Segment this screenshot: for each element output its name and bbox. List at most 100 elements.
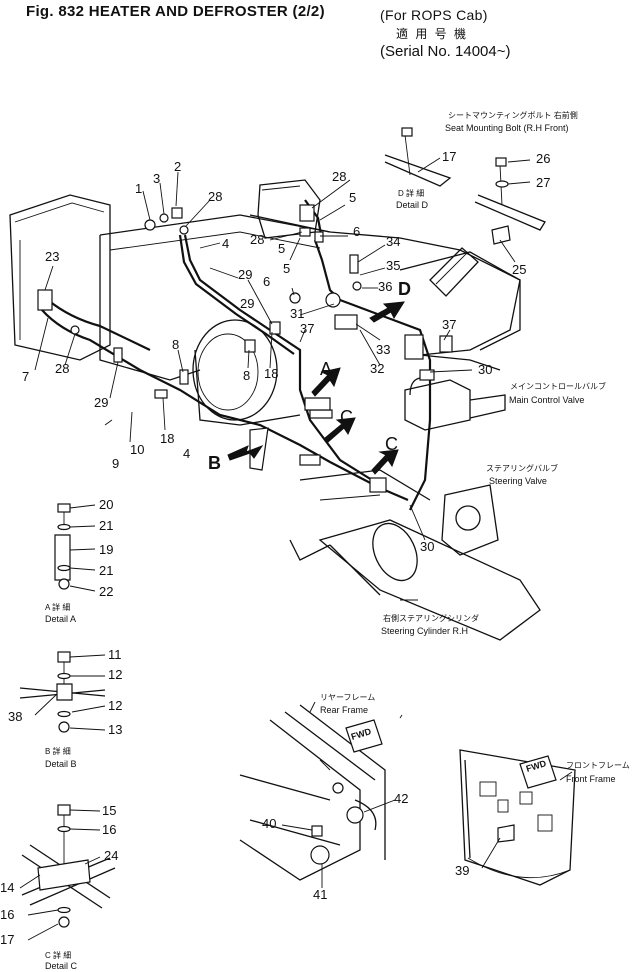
seat-bolt-label: Seat Mounting Bolt (R.H Front) [445,123,569,133]
detail-arrows [227,301,405,475]
part-number: 4 [222,236,230,251]
detail-d-drawing [384,127,546,245]
part-number: 17 [0,932,15,947]
part-number: 19 [99,542,114,557]
part-number: 17 [442,149,457,164]
part-number: 37 [442,317,457,332]
part-number: 29 [94,395,109,410]
serial-jp: 適 用 号 機 [396,27,469,41]
part-number: 33 [376,342,391,357]
part-number: 9 [112,456,120,471]
detail-a-drawing [54,503,71,590]
part-number: 14 [0,880,15,895]
part-number: 16 [102,822,117,837]
part-number: 28 [332,169,347,184]
part-number: 29 [238,267,253,282]
detail-d-jp: D 詳 細 [398,189,425,198]
seat-bolt-jp: シートマウンティングボルト 右前側 [448,111,578,120]
steering-valve-jp: ステアリングバルブ [486,464,558,473]
part-number: 40 [262,816,277,831]
part-number: 6 [353,224,361,239]
part-number: 16 [0,907,15,922]
part-number: 5 [283,261,291,276]
heater-hoses [41,199,432,511]
part-number: 31 [290,306,305,321]
part-number: 21 [99,518,114,533]
part-number: 11 [108,647,122,662]
detail-b-jp: B 詳 細 [45,747,71,756]
part-number: 22 [99,584,114,599]
machine-body [9,179,541,641]
part-number: 15 [102,803,117,818]
leader-lines [19,157,573,941]
part-number: 35 [386,258,401,273]
part-number: 38 [8,709,23,724]
rear-frame-jp: リヤーフレーム [320,693,376,702]
front-frame-drawing [459,749,576,886]
steering-cyl-label: Steering Cylinder R.H [381,626,469,636]
detail-a-label: Detail A [45,614,77,624]
letter-a: A [320,359,333,379]
part-number: 29 [240,296,255,311]
detail-d-label: Detail D [396,200,429,210]
letter-c-1: C [340,407,353,427]
rear-frame-drawing [239,704,386,881]
part-number: 23 [45,249,60,264]
part-number: 20 [99,497,114,512]
part-number: 12 [108,667,123,682]
detail-c-label: Detail C [45,961,78,971]
part-number: 18 [160,431,175,446]
part-number: 7 [22,369,30,384]
part-number: 8 [172,337,180,352]
part-number: 37 [300,321,315,336]
part-number: 6 [263,274,271,289]
part-number: 28 [208,189,223,204]
part-number: 36 [378,279,393,294]
part-number: 10 [130,442,145,457]
part-number: 27 [536,175,551,190]
cab-note: (For ROPS Cab) [380,7,488,23]
part-number: 25 [512,262,527,277]
detail-a-jp: A 詳 細 [45,603,71,612]
part-number: 18 [264,366,279,381]
part-number: 24 [104,848,119,863]
part-number: 5 [349,190,357,205]
part-number: 3 [153,171,161,186]
part-number: 42 [394,791,409,806]
part-number: 1 [135,181,143,196]
main-valve-label: Main Control Valve [509,395,585,405]
part-number: 28 [250,232,265,247]
serial-number: (Serial No. 14004~) [380,43,511,60]
main-valve-jp: メインコントロールバルブ [510,382,606,391]
part-number: 32 [370,361,385,376]
part-number: 39 [455,863,470,878]
part-number: 21 [99,563,114,578]
detail-b-label: Detail B [45,759,77,769]
part-number: 30 [420,539,435,554]
steering-cyl-jp: 右側ステアリングシリンダ [383,614,479,623]
part-number: 13 [108,722,123,737]
part-number: 26 [536,151,551,166]
part-number: 8 [243,368,251,383]
rear-frame-label: Rear Frame [320,705,369,715]
front-frame-jp: フロントフレーム [566,761,630,770]
part-number: 41 [313,887,328,902]
letter-d: D [398,279,411,299]
detail-c-jp: C 詳 細 [45,951,72,960]
part-number: 2 [174,159,182,174]
detail-b-drawing [19,651,106,733]
part-number: 12 [108,698,123,713]
front-frame-label: Front Frame [566,774,616,784]
letter-b: B [208,453,221,473]
letter-c-2: C [385,434,398,454]
part-number: 34 [386,234,401,249]
steering-valve-label: Steering Valve [489,476,547,486]
figure-title: Fig. 832 HEATER AND DEFROSTER (2/2) [26,3,325,20]
part-number: 28 [55,361,70,376]
part-number: 30 [478,362,493,377]
part-number: 5 [278,241,286,256]
part-number: 4 [183,446,191,461]
detail-c-drawing [21,804,116,928]
